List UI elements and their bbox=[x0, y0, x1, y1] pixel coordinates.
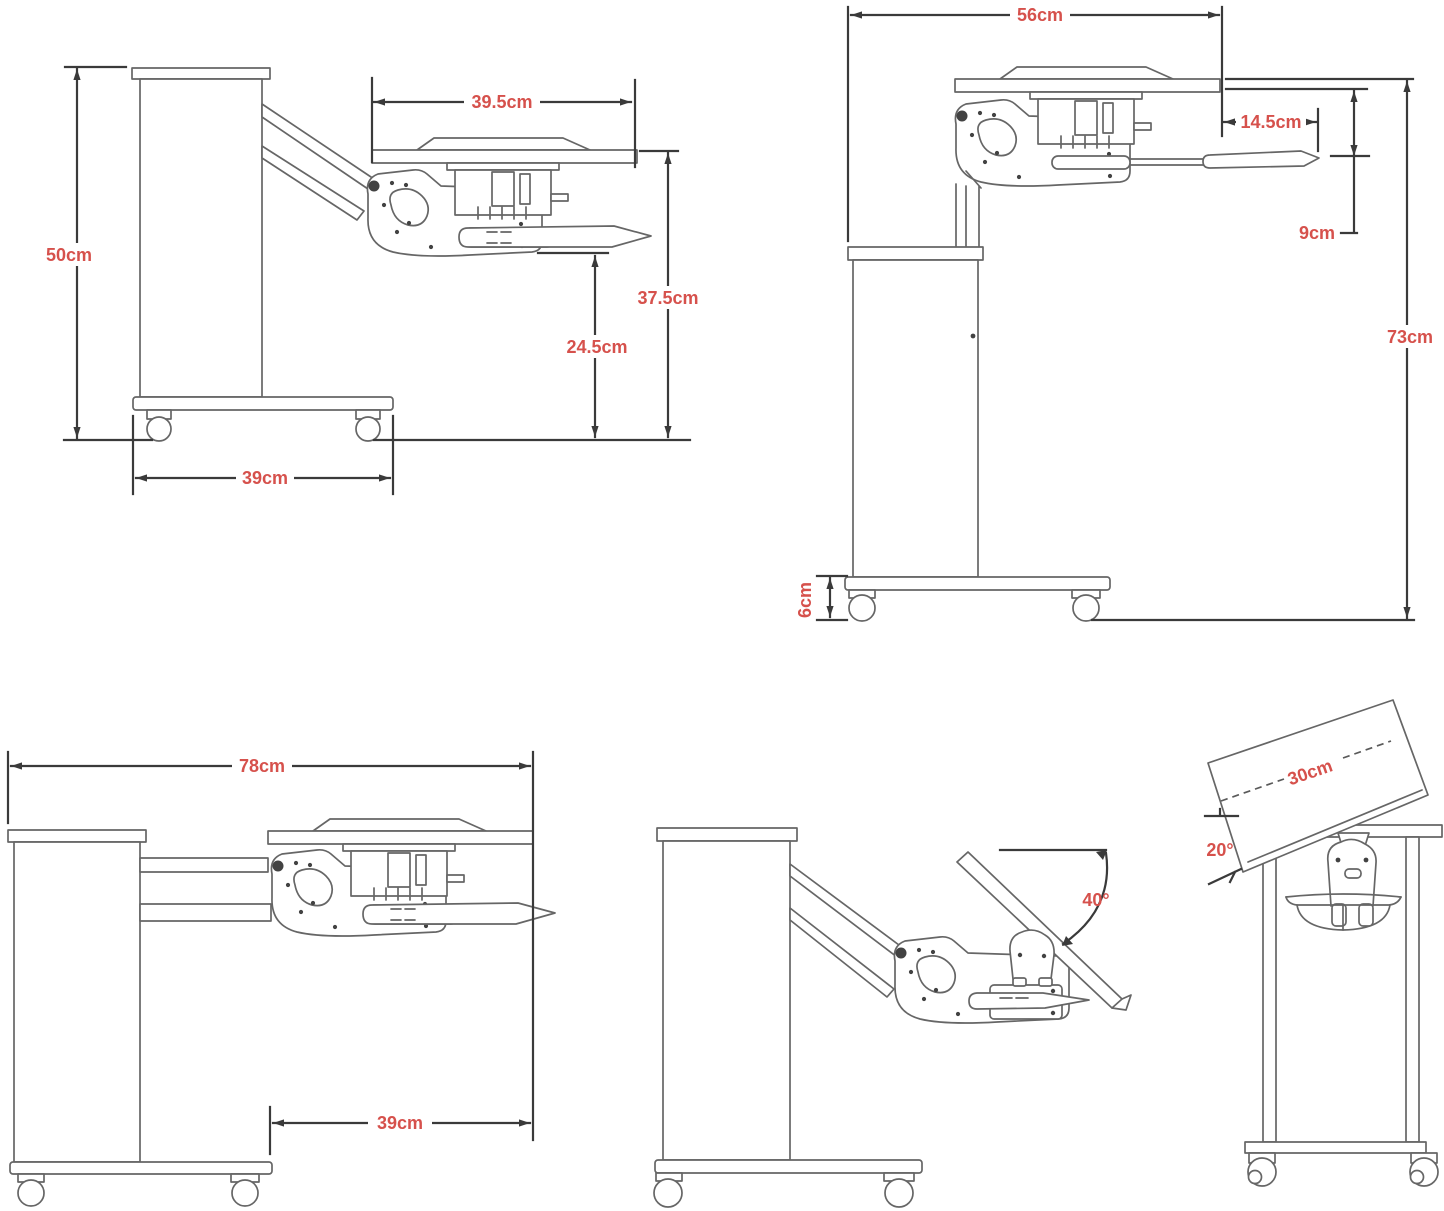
cart-column bbox=[139, 78, 263, 398]
arm-link-upper bbox=[261, 103, 375, 190]
cart-column bbox=[662, 840, 791, 1161]
arm-link-lower bbox=[789, 907, 895, 998]
dim-label-tabletop-height: 37.5cm bbox=[637, 288, 698, 308]
depth-annotation-30 bbox=[1220, 740, 1392, 802]
dim-label-height-total: 73cm bbox=[1387, 327, 1433, 347]
tabletop-mount-arch bbox=[1326, 832, 1377, 927]
cart-top-cap bbox=[131, 67, 271, 80]
tray-blade bbox=[968, 992, 1090, 1010]
arm-link-upper bbox=[789, 863, 904, 958]
dimension-78cm bbox=[6, 750, 535, 1142]
arm-post bbox=[955, 170, 982, 248]
dim-label-depth-total: 56cm bbox=[1017, 5, 1063, 25]
dim-label-arm-reach: 39cm bbox=[377, 1113, 423, 1133]
caster-wheel bbox=[848, 594, 876, 622]
frame-leg-right bbox=[1405, 836, 1420, 1143]
dimension-73cm bbox=[1090, 79, 1416, 622]
angle-annotation-40 bbox=[998, 848, 1109, 946]
dim-label-base-width: 39cm bbox=[242, 468, 288, 488]
view-front-tilted: 30cm 20° bbox=[1203, 699, 1443, 1187]
cart-top-cap bbox=[847, 246, 984, 261]
keyboard-tray bbox=[1051, 150, 1320, 170]
caster-wheel bbox=[884, 1178, 914, 1208]
caster-wheel bbox=[17, 1179, 45, 1207]
dim-label-tilt-angle: 40° bbox=[1082, 890, 1109, 910]
cart-column bbox=[13, 841, 141, 1163]
keyboard-tray bbox=[968, 984, 1090, 1020]
dim-label-table-tray-gap: 9cm bbox=[1299, 223, 1335, 243]
tabletop-mount-arch bbox=[1009, 929, 1055, 987]
caster-wheel bbox=[1072, 594, 1100, 622]
frame-bottom-bar bbox=[1244, 1141, 1427, 1154]
keyboard-tray bbox=[362, 902, 556, 925]
cart-base bbox=[9, 1161, 273, 1175]
cart-column bbox=[852, 259, 979, 578]
tray-blade bbox=[1202, 150, 1320, 169]
cart-base bbox=[132, 396, 394, 411]
keyboard-tray bbox=[458, 225, 652, 248]
view-side-raised: 50cm 39.5cm 37.5cm 24.5cm 39cm bbox=[41, 65, 703, 496]
caster-wheel bbox=[653, 1178, 683, 1208]
dim-label-height-total: 50cm bbox=[46, 245, 92, 265]
tabletop-edge-hook bbox=[1111, 994, 1132, 1011]
frame-leg-left bbox=[1262, 836, 1277, 1143]
cart-top-cap bbox=[7, 829, 147, 843]
dim-label-tilt-angle: 20° bbox=[1206, 840, 1233, 860]
tray-clamp bbox=[1051, 155, 1131, 170]
view-front-extended: 78cm 39cm bbox=[6, 750, 556, 1207]
arm-link-upper bbox=[139, 857, 269, 873]
dimension-6cm bbox=[815, 574, 849, 622]
cart-base bbox=[654, 1159, 923, 1174]
arm-link-lower bbox=[139, 903, 272, 922]
cart-top-cap bbox=[656, 827, 798, 842]
caster-wheel bbox=[355, 416, 381, 442]
dim-label-tray-inset: 14.5cm bbox=[1240, 112, 1301, 132]
dim-label-tray-height: 24.5cm bbox=[566, 337, 627, 357]
view-side-lowered: 56cm 14.5cm 9cm 73cm 6cm bbox=[795, 3, 1438, 622]
view-side-tilted: 40° bbox=[653, 827, 1132, 1208]
caster-wheel bbox=[231, 1179, 259, 1207]
dim-label-tabletop-width: 39.5cm bbox=[471, 92, 532, 112]
arm-link-lower bbox=[261, 145, 365, 221]
dimension-9cm bbox=[1329, 89, 1371, 235]
dim-label-width-total: 78cm bbox=[239, 756, 285, 776]
tray-bowl bbox=[1285, 893, 1402, 931]
caster-wheel bbox=[146, 416, 172, 442]
tabletop-thickness-line bbox=[1247, 789, 1423, 863]
angle-annotation-20 bbox=[1203, 807, 1243, 886]
extension-lines bbox=[1224, 77, 1415, 91]
dim-label-caster-height: 6cm bbox=[795, 582, 815, 618]
cart-base bbox=[844, 576, 1111, 591]
tilted-tabletop bbox=[1207, 699, 1429, 873]
